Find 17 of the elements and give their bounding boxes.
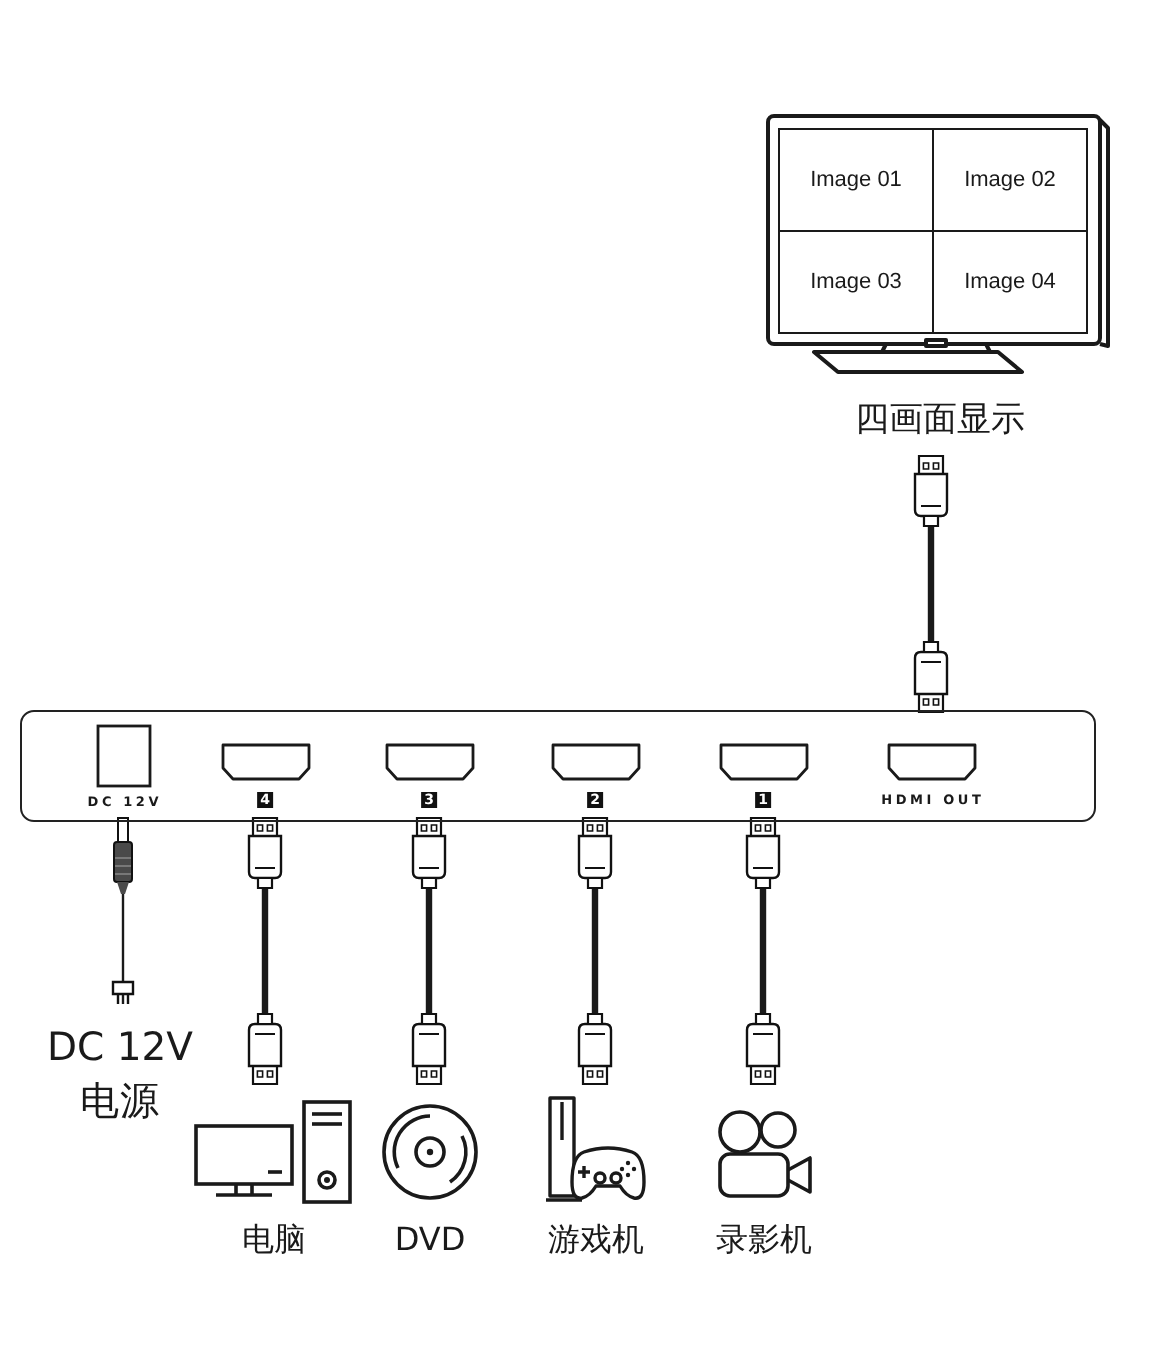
hdmi-cable [577,816,613,1086]
power-cable [111,817,135,1006]
screen-pane: Image 03 [778,230,934,334]
hdmi-cable [247,816,283,1086]
device-panel [20,710,1096,822]
device-label: DVD [394,1220,466,1260]
screen-pane: Image 04 [932,230,1088,334]
device-label: 录影机 [716,1220,812,1260]
hdmi-cable [745,816,781,1086]
display-caption: 四画面显示 [855,400,1025,442]
screen-pane: Image 01 [778,128,934,232]
hdmi-cable [411,816,447,1086]
device-label: 电脑 [242,1220,306,1260]
screen-pane: Image 02 [932,128,1088,232]
hdmi-cable [913,454,949,714]
device-label: 游戏机 [548,1220,644,1260]
power-label: DC 12V 电源 [46,1022,194,1128]
